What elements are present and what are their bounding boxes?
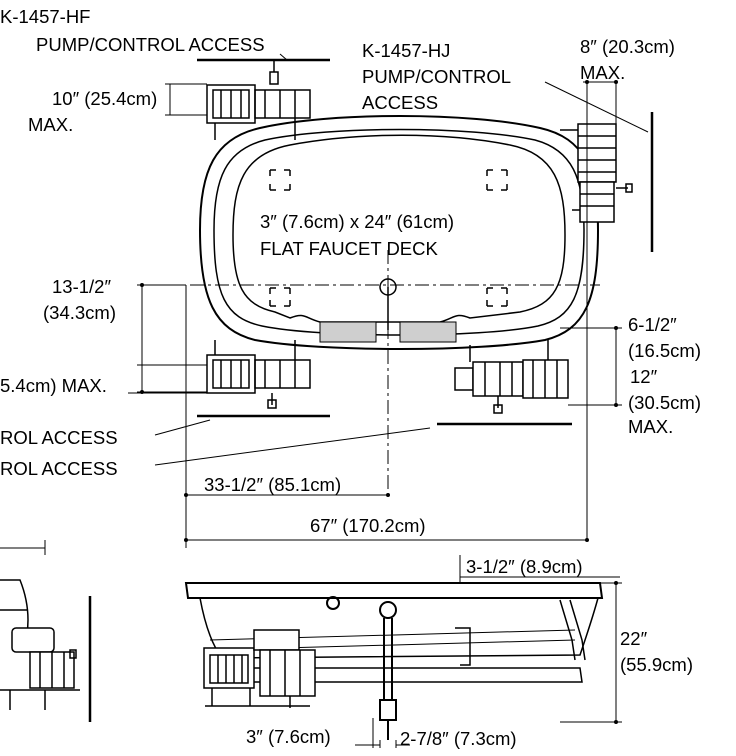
hj-access-label-2: ACCESS bbox=[362, 92, 439, 113]
faucet-deck bbox=[319, 321, 457, 343]
dimension-ticks bbox=[140, 80, 618, 724]
dim-33-label: 33-1/2″ (85.1cm) bbox=[204, 474, 342, 495]
dim-6-cm-label: (16.5cm) bbox=[628, 340, 701, 361]
plan-dimension-lines bbox=[0, 53, 649, 555]
dim-6-label: 6-1/2″ bbox=[628, 314, 677, 335]
dim-22-label: 22″ bbox=[620, 628, 648, 649]
left-max-label: 5.4cm) MAX. bbox=[0, 375, 107, 396]
dim-8-label: 8″ (20.3cm) bbox=[580, 36, 675, 57]
faucet-deck-size-label: 3″ (7.6cm) x 24″ (61cm) bbox=[260, 211, 455, 232]
dim-13-label: 13-1/2″ bbox=[52, 276, 112, 297]
hj-model-label: K-1457-HJ bbox=[362, 40, 451, 61]
end-view-partial bbox=[0, 579, 92, 722]
dim-12-max-label: MAX. bbox=[628, 416, 674, 437]
dim-12-cm-label: (30.5cm) bbox=[628, 392, 701, 413]
pump-bottom-left bbox=[206, 340, 311, 409]
access-bars bbox=[197, 58, 654, 426]
dim-2-78-label: 2-7/8″ (7.3cm) bbox=[400, 728, 517, 749]
dim-12-label: 12″ bbox=[630, 366, 658, 387]
hj-access-label-1: PUMP/CONTROL bbox=[362, 66, 512, 87]
dim-8-max-label: MAX. bbox=[580, 62, 626, 83]
tub-plan-outline bbox=[198, 115, 600, 350]
center-lines bbox=[140, 250, 600, 495]
dim-10-label: 10″ (25.4cm) bbox=[52, 88, 158, 109]
side-dimension-lines bbox=[355, 555, 622, 748]
corner-markers bbox=[269, 169, 508, 307]
dim-13-cm-label: (34.3cm) bbox=[43, 302, 116, 323]
left-access-label-2: ROL ACCESS bbox=[0, 458, 118, 479]
dim-22-cm-label: (55.9cm) bbox=[620, 654, 693, 675]
dim-10-max-label: MAX. bbox=[28, 114, 74, 135]
pump-bottom-right bbox=[454, 340, 569, 414]
faucet-deck-label: FLAT FAUCET DECK bbox=[260, 238, 438, 259]
side-pump-left bbox=[203, 629, 316, 708]
dim-67-label: 67″ (170.2cm) bbox=[310, 515, 426, 536]
dim-3-5-label: 3-1/2″ (8.9cm) bbox=[466, 556, 583, 577]
pump-top-left bbox=[206, 60, 311, 140]
dim-3-label: 3″ (7.6cm) bbox=[246, 726, 331, 747]
left-access-label-1: ROL ACCESS bbox=[0, 427, 118, 448]
hf-access-label: PUMP/CONTROL ACCESS bbox=[36, 34, 265, 55]
hf-model-label: K-1457-HF bbox=[0, 6, 91, 27]
pump-right bbox=[560, 123, 633, 223]
